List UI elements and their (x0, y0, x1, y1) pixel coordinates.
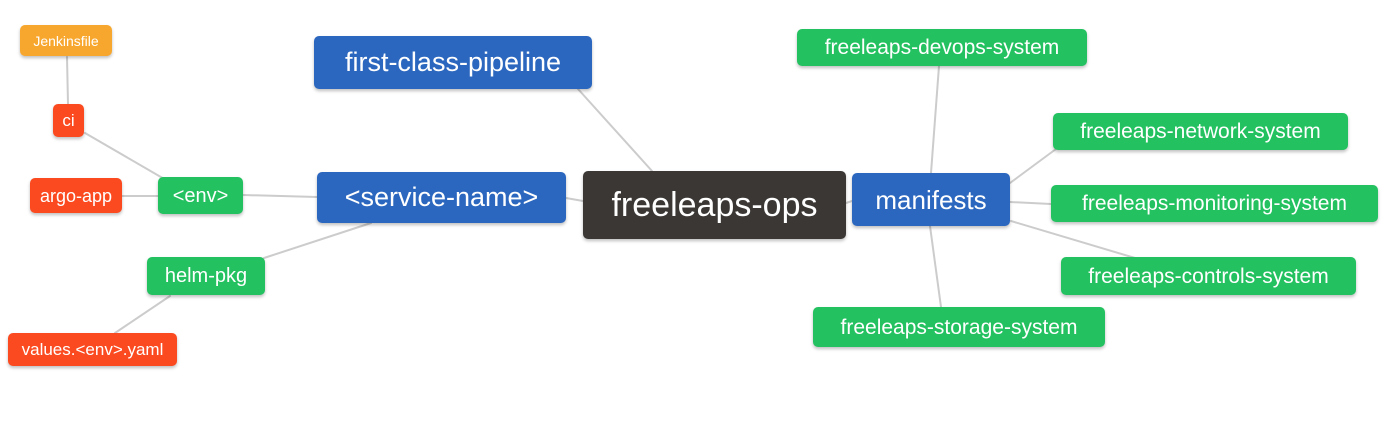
edge-freeleaps-ops-manifests (845, 200, 853, 204)
node-jenkinsfile[interactable]: Jenkinsfile (20, 25, 112, 56)
node-first-class-pipeline[interactable]: first-class-pipeline (314, 36, 592, 89)
node-service-name[interactable]: <service-name> (317, 172, 566, 223)
node-ci[interactable]: ci (53, 104, 84, 137)
edge-ci-env (84, 132, 167, 181)
node-freeleaps-devops-system[interactable]: freeleaps-devops-system (797, 29, 1087, 66)
edge-env-service-name (242, 194, 318, 198)
node-freeleaps-ops[interactable]: freeleaps-ops (583, 171, 846, 239)
node-helm-pkg[interactable]: helm-pkg (147, 257, 265, 295)
edge-manifests-freeleaps-network-system (1009, 148, 1057, 184)
edge-first-class-pipeline-freeleaps-ops (577, 88, 653, 172)
edge-values-env-yaml-helm-pkg (114, 295, 171, 334)
node-values-env-yaml[interactable]: values.<env>.yaml (8, 333, 177, 366)
node-freeleaps-storage-system[interactable]: freeleaps-storage-system (813, 307, 1105, 347)
node-freeleaps-network-system[interactable]: freeleaps-network-system (1053, 113, 1348, 150)
edge-service-name-freeleaps-ops (565, 197, 584, 202)
edge-helm-pkg-service-name (263, 222, 372, 259)
edge-manifests-freeleaps-controls-system (1010, 220, 1136, 259)
node-manifests[interactable]: manifests (852, 173, 1010, 226)
edge-manifests-freeleaps-storage-system (929, 225, 942, 308)
edge-manifests-freeleaps-devops-system (930, 65, 940, 174)
node-freeleaps-monitoring-system[interactable]: freeleaps-monitoring-system (1051, 185, 1378, 222)
node-argo-app[interactable]: argo-app (30, 178, 122, 213)
node-env[interactable]: <env> (158, 177, 243, 214)
edge-jenkinsfile-ci (66, 56, 69, 105)
edge-manifests-freeleaps-monitoring-system (1009, 201, 1052, 205)
node-freeleaps-controls-system[interactable]: freeleaps-controls-system (1061, 257, 1356, 295)
